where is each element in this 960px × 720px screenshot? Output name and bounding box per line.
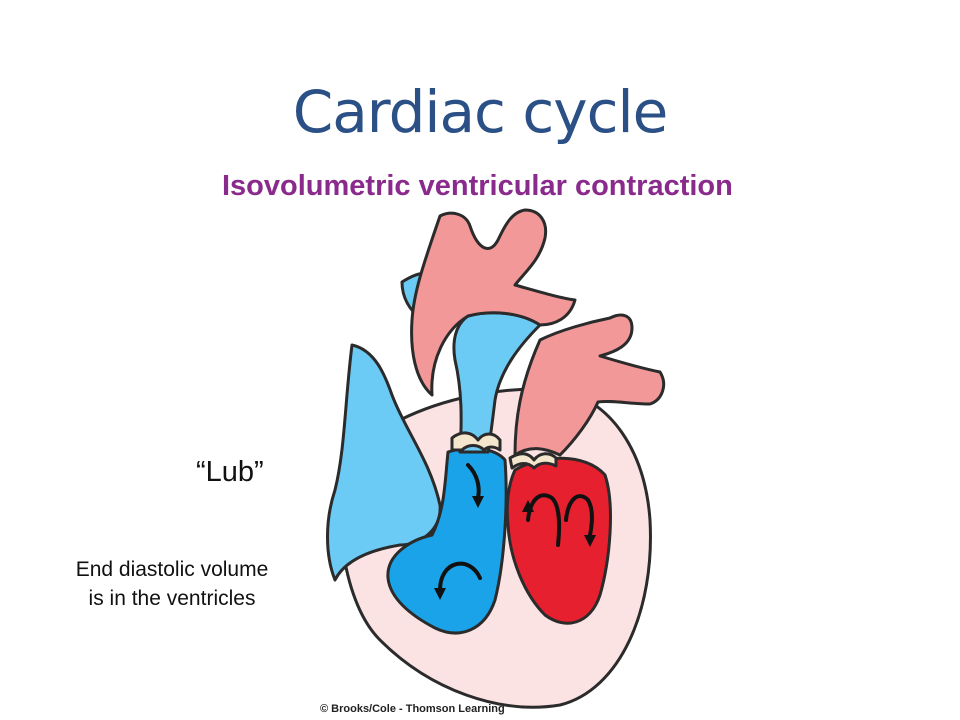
arrowhead-3 <box>522 500 534 512</box>
flow-arrow-left-ventricle-2 <box>564 494 594 537</box>
valve-rim-right <box>450 431 502 452</box>
right-atrium <box>326 343 442 582</box>
arrowhead-2 <box>434 588 446 600</box>
slide-title: Cardiac cycle <box>292 78 669 146</box>
copyright-credit: © Brooks/Cole - Thomson Learning <box>320 703 505 715</box>
volume-note-line-1: End diastolic volume <box>75 558 269 581</box>
arrowhead-4 <box>584 535 596 547</box>
arrowhead-1 <box>472 496 484 508</box>
flow-arrow-right-ventricle <box>466 463 481 500</box>
aorta <box>410 208 577 397</box>
phase-subtitle: Isovolumetric ventricular contraction <box>222 170 733 202</box>
heart-sound-label: “Lub” <box>196 456 264 488</box>
flow-arrow-right-ventricle-curl <box>438 561 482 592</box>
valve-rim-left <box>508 452 558 470</box>
volume-note: End diastolic volume is in the ventricle… <box>38 555 306 613</box>
left-atrium <box>513 313 666 457</box>
volume-note-line-2: is in the ventricles <box>88 587 256 610</box>
flow-arrow-left-ventricle-1 <box>526 493 562 547</box>
